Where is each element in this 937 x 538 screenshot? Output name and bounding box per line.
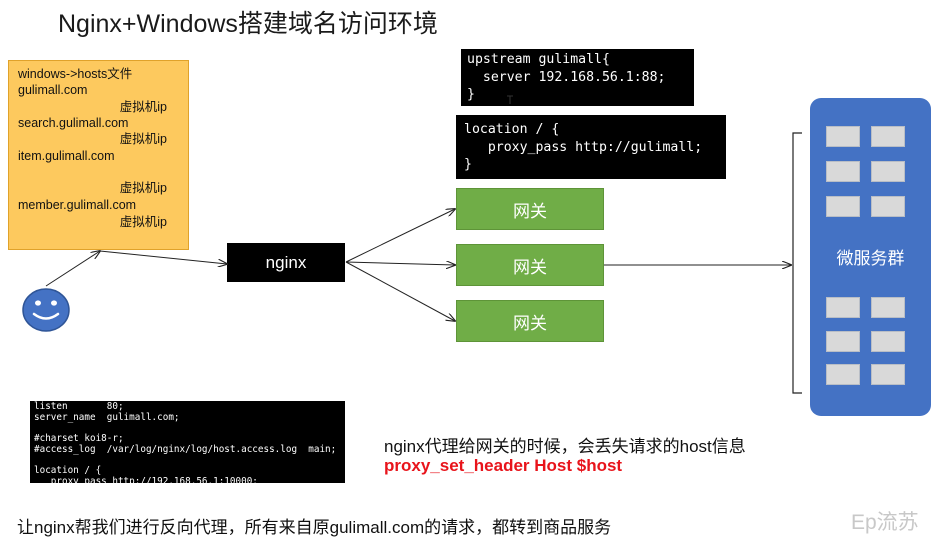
service-block xyxy=(826,364,860,385)
gateway-box: 网关 xyxy=(456,300,604,342)
summary-text: 让nginx帮我们进行反向代理，所有来自原gulimall.com的请求，都转到… xyxy=(17,518,612,537)
upstream-config-snippet: upstream gulimall{ server 192.168.56.1:8… xyxy=(461,49,694,106)
gateway-box: 网关 xyxy=(456,244,604,286)
diagram-title: Nginx+Windows搭建域名访问环境 xyxy=(58,10,438,38)
microservice-label: 微服务群 xyxy=(836,249,905,268)
hosts-ip: 虚拟机ip xyxy=(119,215,167,229)
hosts-heading: windows->hosts文件 xyxy=(18,67,133,81)
server-config-snippet: listen 80; server_name gulimall.com; #ch… xyxy=(30,401,345,497)
hosts-file-box: windows->hosts文件 gulimall.com 虚拟机ip sear… xyxy=(8,60,189,250)
watermark: Ep流苏 xyxy=(851,511,919,534)
hosts-domain: gulimall.com xyxy=(18,83,88,97)
user-face-icon xyxy=(22,288,70,332)
service-block xyxy=(871,161,905,182)
arrow-nginx-gateway xyxy=(345,262,455,265)
arrow-user-to-hosts xyxy=(45,251,100,287)
location-config-snippet: location / { proxy_pass http://gulimall;… xyxy=(456,115,726,179)
service-block xyxy=(871,196,905,217)
hosts-domain: member.gulimall.com xyxy=(18,198,137,212)
service-block xyxy=(871,364,905,385)
hosts-ip: 虚拟机ip xyxy=(119,132,167,146)
arrow-nginx-gateway xyxy=(345,261,455,321)
hosts-ip: 虚拟机ip xyxy=(119,181,167,195)
arrow-nginx-gateway xyxy=(345,209,455,263)
service-block xyxy=(826,196,860,217)
nginx-box: nginx xyxy=(227,243,345,282)
gateway-box: 网关 xyxy=(456,188,604,230)
text-cursor-icon xyxy=(507,95,513,104)
service-block xyxy=(826,297,860,318)
hosts-domain: item.gulimall.com xyxy=(18,149,115,163)
service-block xyxy=(871,297,905,318)
service-block xyxy=(826,331,860,352)
service-block xyxy=(871,126,905,147)
services-bracket xyxy=(792,132,802,394)
hosts-domain: search.gulimall.com xyxy=(18,116,129,130)
service-block xyxy=(826,126,860,147)
service-block xyxy=(871,331,905,352)
hosts-ip: 虚拟机ip xyxy=(119,100,167,114)
service-block xyxy=(826,161,860,182)
microservice-cluster xyxy=(810,98,931,416)
proxy-header-note: proxy_set_header Host $host xyxy=(384,456,623,475)
arrow-to-nginx xyxy=(99,250,227,264)
host-loss-note: nginx代理给网关的时候，会丢失请求的host信息 xyxy=(384,437,746,456)
